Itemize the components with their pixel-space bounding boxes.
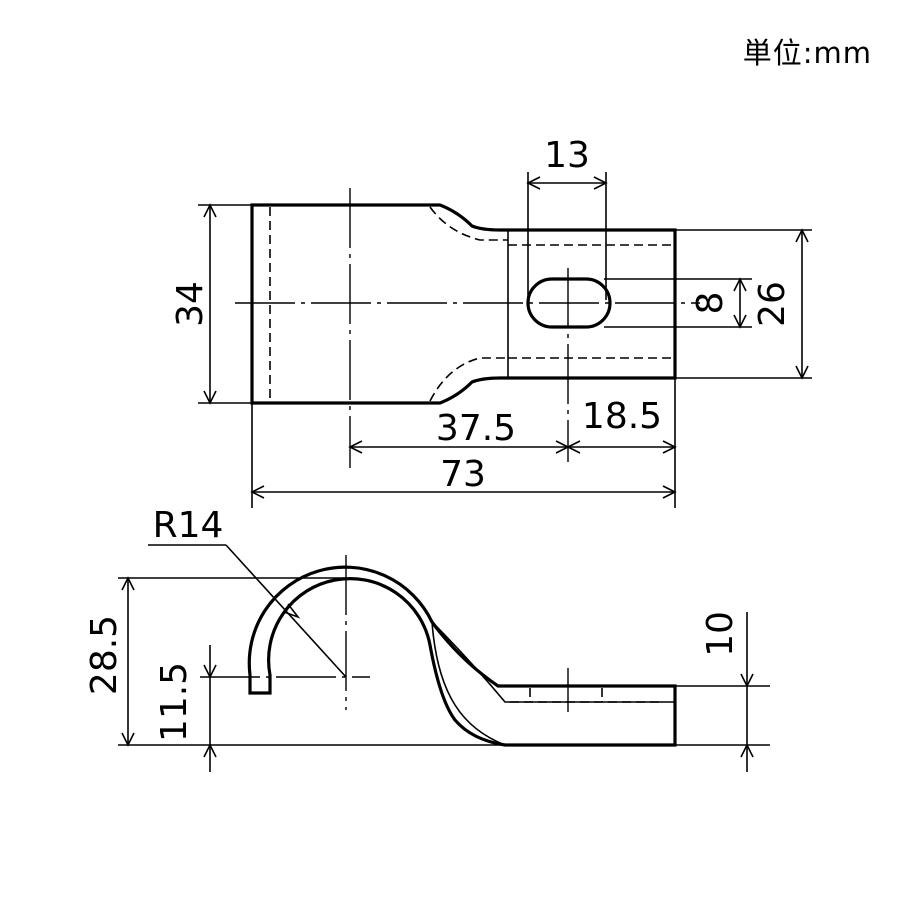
dim-73-arrow-left xyxy=(250,485,265,499)
dim-11-5-label: 11.5 xyxy=(154,662,195,742)
side-outline xyxy=(247,565,677,747)
dim-26-arrow-top xyxy=(795,228,809,243)
dim-13-label: 13 xyxy=(544,135,590,176)
dim-13-arrow-right xyxy=(593,176,608,190)
dim-8-arrow-top xyxy=(733,277,747,292)
r14-label: R14 xyxy=(153,505,224,546)
plan-hidden-curve-top xyxy=(429,206,508,241)
dim-26-arrow-bottom xyxy=(795,365,809,380)
dim-10-label: 10 xyxy=(700,611,741,657)
dim-18-5-label: 18.5 xyxy=(582,396,662,437)
dim-34-arrow-top xyxy=(203,203,217,218)
dim-73-arrow-right xyxy=(662,485,677,499)
dim-26-label: 26 xyxy=(752,281,793,327)
dim-11-5-arrow-bottom xyxy=(203,743,217,758)
dim-13-arrow-left xyxy=(526,176,541,190)
r14-arrow xyxy=(283,603,301,619)
plan-hidden-curve-bottom xyxy=(429,357,508,402)
side-tab-inner xyxy=(431,621,675,703)
plan-view: 13 34 8 26 37.5 18.5 xyxy=(170,135,812,508)
dim-34-label: 34 xyxy=(170,281,211,327)
dim-37-5-arrow-left xyxy=(348,440,363,454)
dim-18-5-arrow-left xyxy=(566,440,581,454)
dim-28-5-arrow-bottom xyxy=(121,732,135,747)
side-view: R14 28.5 11.5 10 xyxy=(84,505,770,772)
side-bend-inner xyxy=(431,621,506,746)
dim-73-label: 73 xyxy=(440,454,486,495)
dim-18-5-arrow-right xyxy=(662,440,677,454)
dim-37-5-label: 37.5 xyxy=(436,408,516,449)
dim-11-5-arrow-top xyxy=(203,664,217,679)
dim-10-arrow-bottom xyxy=(740,743,754,758)
dim-10-arrow-top xyxy=(740,673,754,688)
r14-leader-line xyxy=(225,544,347,678)
dim-28-5-arrow-top xyxy=(121,576,135,591)
plan-slot xyxy=(526,277,612,329)
dim-34-arrow-bottom xyxy=(203,390,217,405)
unit-label: 単位:mm xyxy=(742,36,872,70)
dim-8-label: 8 xyxy=(690,292,731,315)
dim-28-5-label: 28.5 xyxy=(84,615,125,695)
dim-8-arrow-bottom xyxy=(733,314,747,329)
